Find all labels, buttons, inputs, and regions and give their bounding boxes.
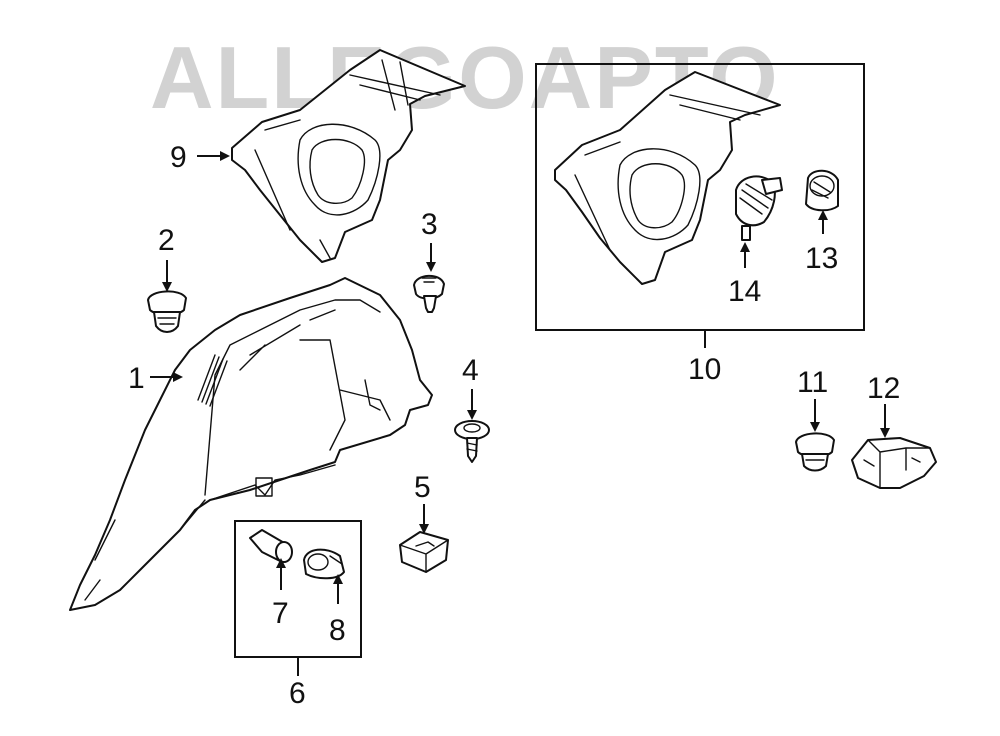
part-3-pin-clip: [413, 274, 445, 313]
callout-13: 13: [805, 242, 838, 275]
part-4-screw: [454, 420, 490, 463]
callout-10: 10: [688, 353, 721, 386]
leader-lines: [150, 151, 890, 676]
callout-8: 8: [329, 614, 346, 647]
callout-6: 6: [289, 677, 306, 710]
callout-9: 9: [170, 141, 187, 174]
part-5-square-nut: [399, 531, 449, 573]
part-13-clip: [805, 169, 839, 212]
part-8-clip-nut: [303, 548, 345, 580]
callout-3: 3: [421, 208, 438, 241]
callout-1: 1: [128, 362, 145, 395]
callout-7: 7: [272, 597, 289, 630]
part-7-bolt: [249, 529, 293, 563]
callout-14: 14: [728, 275, 761, 308]
part-14-grille: [735, 175, 783, 241]
assembly-box-10: [535, 63, 865, 331]
callout-12: 12: [867, 372, 900, 405]
callout-4: 4: [462, 354, 479, 387]
callout-5: 5: [414, 471, 431, 504]
callout-11: 11: [797, 366, 828, 399]
assembly-box-6: [234, 520, 362, 658]
part-11-push-clip: [795, 432, 835, 472]
part-2-push-clip: [147, 290, 187, 333]
part-12-bracket: [851, 437, 937, 489]
part-9-upper-trim-panel: [231, 49, 466, 263]
callout-2: 2: [158, 224, 175, 257]
part-10-trim-panel: [554, 71, 781, 285]
part-1-quarter-trim-panel: [69, 277, 433, 611]
callout-labels: 1 2 3 4 5 6 7 8 9 10 11 12 13 14: [128, 141, 900, 710]
